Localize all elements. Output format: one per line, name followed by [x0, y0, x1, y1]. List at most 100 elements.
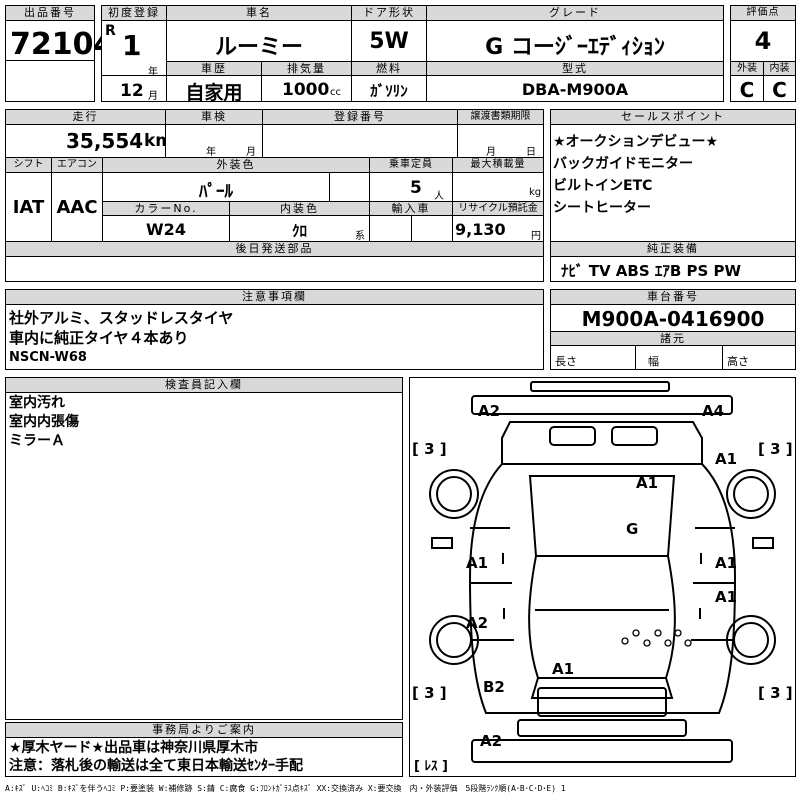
- equipment-label: 純正装備: [550, 241, 796, 257]
- door-cell: 5W: [351, 20, 427, 62]
- length-label: 長さ: [555, 355, 577, 368]
- era-year: 1: [122, 29, 142, 62]
- later-parts-cell: [5, 256, 544, 282]
- displacement-unit: cc: [330, 87, 341, 98]
- max-load-label: 最大積載量: [452, 157, 544, 173]
- shift-value: IAT: [12, 197, 45, 218]
- era-mark: R: [105, 23, 116, 39]
- mark-rear-glass: A1: [552, 660, 574, 678]
- mark-left-rear-door: A2: [466, 614, 488, 632]
- lot-number: 72104: [10, 27, 115, 62]
- month-unit: 月: [148, 91, 158, 102]
- model-cell: DBA-M900A: [426, 75, 724, 102]
- length-cell: 長さ: [550, 345, 636, 370]
- inspection-cell: 年 月: [165, 124, 263, 158]
- inspection-year-unit: 年: [206, 147, 216, 158]
- mileage-label: 走行: [5, 109, 166, 125]
- reg-number-cell: [262, 124, 458, 158]
- sales-points-label: セールスポイント: [550, 109, 796, 125]
- grade-label: グレード: [426, 5, 724, 21]
- recycle-value: 9,130: [455, 220, 506, 239]
- fuel-value: ｶﾞｿﾘﾝ: [370, 82, 408, 100]
- first-reg-cell: R 1 年 12 月: [101, 20, 167, 102]
- tire-front-right: [ 3 ]: [758, 440, 793, 458]
- later-parts-label: 後日発送部品: [5, 241, 544, 257]
- reg-month: 12: [120, 81, 144, 101]
- sales-point-2: バックガイドモニター: [553, 156, 693, 172]
- office-line-2: 注意：落札後の輸送は全て東日本輸送ｾﾝﾀｰ手配: [9, 758, 303, 774]
- exterior-cell: C: [730, 75, 764, 102]
- inspection-label: 車検: [165, 109, 263, 125]
- capacity-label: 乗車定員: [369, 157, 453, 173]
- import-cell-b: [411, 215, 453, 242]
- ext-color-label: 外装色: [102, 157, 370, 173]
- recycle-label: リサイクル預託金: [452, 201, 544, 216]
- door-label: ドア形状: [351, 5, 427, 21]
- width-label: 幅: [648, 355, 659, 368]
- mark-hood: A1: [636, 474, 658, 492]
- note-line-1: 社外アルミ、スタッドレスタイヤ: [9, 309, 234, 327]
- history-cell: 自家用: [166, 75, 262, 104]
- ext-color-value: ﾊﾟｰﾙ: [199, 182, 233, 202]
- ext-color-extra: [329, 172, 370, 202]
- score-cell: 4: [730, 20, 796, 62]
- reg-number-label: 登録番号: [262, 109, 458, 125]
- shift-label: シフト: [5, 157, 52, 173]
- inspector-box: 室内汚れ 室内内張傷 ミラーＡ: [5, 392, 403, 720]
- mark-rear-left: B2: [483, 678, 505, 696]
- car-name: ルーミー: [214, 35, 303, 60]
- displacement-label: 排気量: [261, 61, 352, 76]
- tire-rear-left: [ 3 ]: [412, 684, 447, 702]
- score-value: 4: [754, 27, 772, 55]
- score-label: 評価点: [730, 5, 796, 21]
- capacity-value: 5: [410, 178, 422, 198]
- model-value: DBA-M900A: [521, 80, 629, 99]
- first-reg-label: 初度登録: [101, 5, 167, 21]
- import-label: 輸入車: [369, 201, 453, 216]
- shift-cell: IAT: [5, 172, 52, 242]
- recycle-cell: 9,130 円: [452, 215, 544, 242]
- equipment-cell: ﾅﾋﾞ TV ABS ｴｱB PS PW: [550, 256, 796, 282]
- max-load-unit: kg: [529, 187, 542, 198]
- height-label: 高さ: [727, 355, 749, 368]
- mark-left-front-door: A1: [466, 554, 488, 572]
- int-color-cell: ｸﾛ 系: [229, 215, 370, 242]
- lot-number-label: 出品番号: [5, 5, 95, 21]
- mark-right-front-fender: A1: [715, 450, 737, 468]
- deadline-day-unit: 日: [526, 147, 536, 158]
- deadline-cell: 月 日: [457, 124, 544, 158]
- ext-color-cell: ﾊﾟｰﾙ: [102, 172, 330, 202]
- history-value: 自家用: [185, 82, 243, 104]
- color-no-label: カラーNo.: [102, 201, 230, 216]
- mark-windshield: G: [626, 520, 638, 538]
- deadline-month-unit: 月: [486, 147, 496, 158]
- deadline-label: 譲渡書類期限: [457, 109, 544, 125]
- displacement-value: 1000: [282, 80, 330, 100]
- sales-point-4: シートヒーター: [553, 200, 651, 216]
- car-name-cell: ルーミー: [166, 20, 352, 62]
- int-color-value: ｸﾛ: [291, 222, 307, 240]
- chassis-label: 車台番号: [550, 289, 796, 305]
- exterior-label: 外装: [730, 61, 764, 76]
- max-load-cell: kg: [452, 172, 544, 202]
- lot-number-cell: 72104: [5, 20, 114, 102]
- model-label: 型式: [426, 61, 724, 76]
- equipment-value: ﾅﾋﾞ TV ABS ｴｱB PS PW: [561, 262, 742, 280]
- notes-label: 注意事項欄: [5, 289, 544, 305]
- legend: A:ｷｽﾞ U:ﾍｺﾐ B:ｷｽﾞを伴うﾍｺﾐ P:要塗装 W:補修跡 S:錆 …: [5, 784, 566, 793]
- ac-cell: AAC: [51, 172, 103, 242]
- mark-right-rear-door: A1: [715, 588, 737, 606]
- fuel-label: 燃料: [351, 61, 427, 76]
- history-label: 車歴: [166, 61, 262, 76]
- mark-front-left: A2: [478, 402, 500, 420]
- chassis-value: M900A-0416900: [581, 307, 765, 331]
- tire-front-left: [ 3 ]: [412, 440, 447, 458]
- tire-rear-right: [ 3 ]: [758, 684, 793, 702]
- door-value: 5W: [369, 29, 409, 54]
- grade-value: G コーｼﾞｰｴﾃﾞｨｼｮﾝ: [485, 35, 665, 60]
- int-color-label: 内装色: [229, 201, 370, 216]
- mileage-value: 35,554: [66, 129, 144, 153]
- ac-label: エアコン: [51, 157, 103, 173]
- spare-tire: [ ﾚｽ ]: [414, 759, 448, 774]
- inspector-line-1: 室内汚れ: [9, 395, 65, 411]
